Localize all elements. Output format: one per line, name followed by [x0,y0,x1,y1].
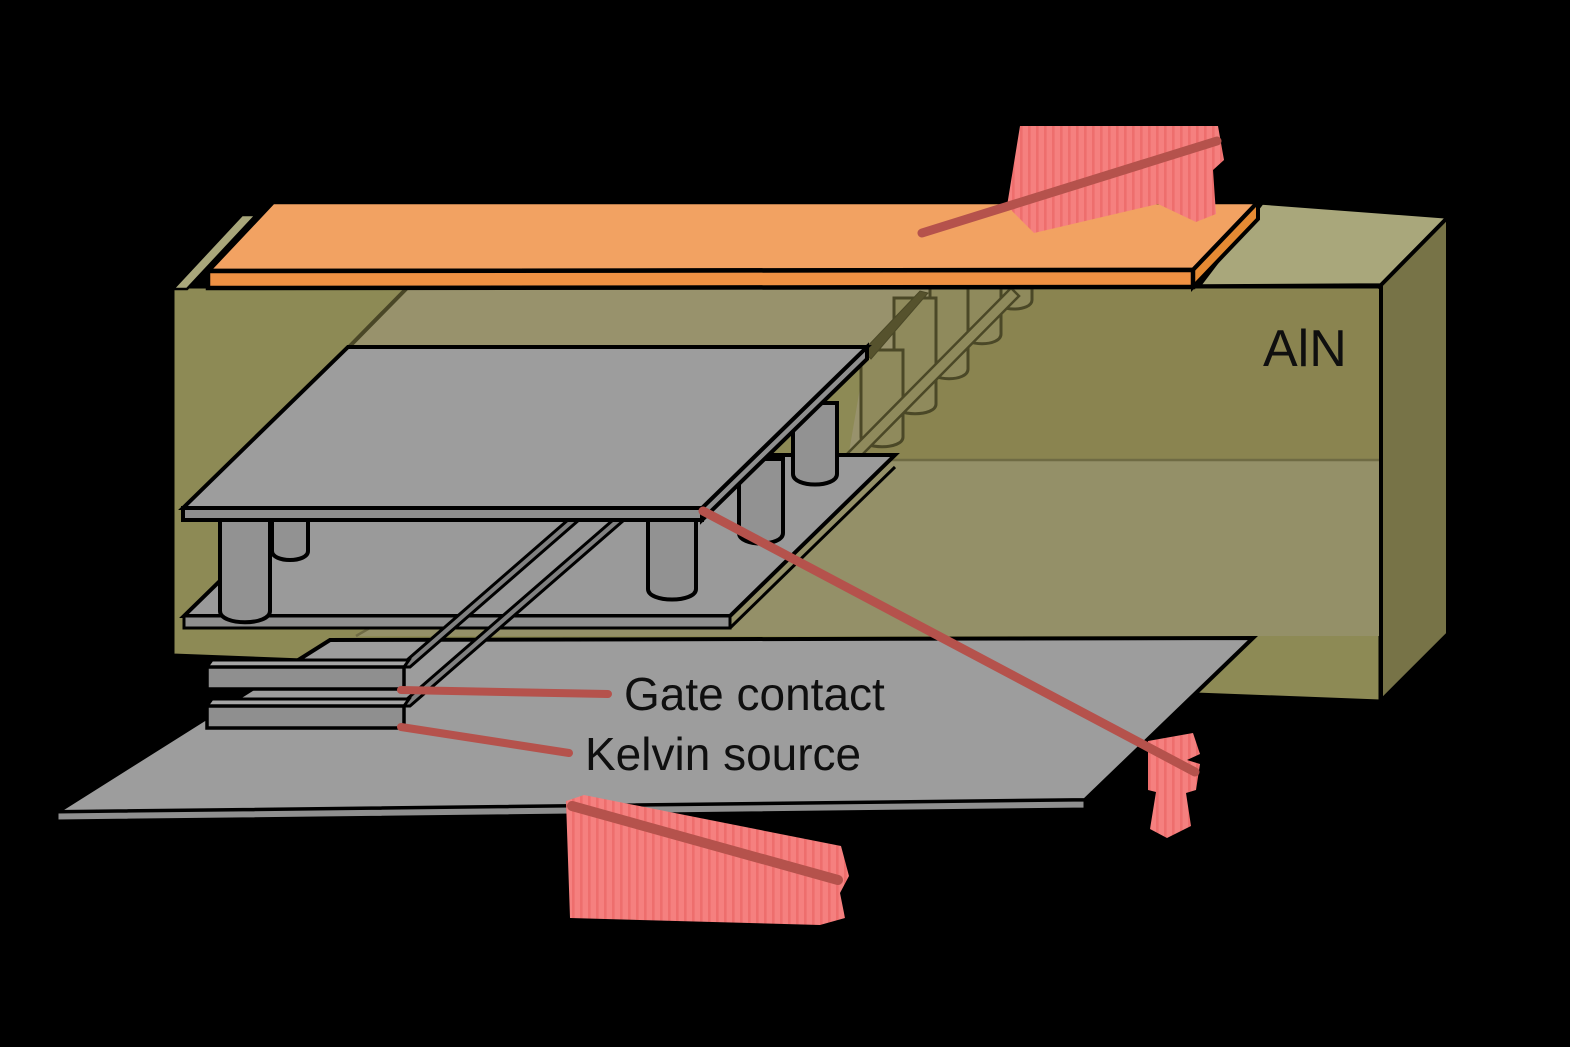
gate-tab-front [205,665,406,691]
kelvin-tab-front [205,704,406,730]
aln-right-face [1379,212,1450,706]
annotation-lines [397,136,1222,885]
via-pillar-right-3 [791,401,839,487]
via-pillar-right-1 [646,518,698,602]
annotation-line-baseplate [567,801,843,885]
text-labels: Gate contact Kelvin source [585,668,885,780]
tinted-via-pillar-row [841,286,1034,468]
annotation-line-gate [397,686,612,698]
via-pillar-left-2 [270,518,310,562]
label-aln: AlN [1263,320,1347,378]
lead-tabs [204,658,412,730]
upper-plate-front-face [181,506,704,522]
annotation-line-chip-plate [698,506,1200,777]
via-pillars-opaque [218,401,839,625]
via-pillar-left-1 [218,518,272,625]
chip-upper-plate [178,342,872,525]
aln-box-outer-faces: AlN [170,201,1452,706]
annotation-line-kelvin [397,723,573,757]
copper-plate-front-face [205,267,1196,291]
label-gate-contact: Gate contact [624,668,885,720]
aln-cutaway-edge [344,286,409,352]
copper-top-plate [202,197,1264,292]
aln-interior-upper-light [348,288,1014,458]
annotation-line-top-copper [917,136,1222,238]
label-kelvin-source: Kelvin source [585,728,861,780]
arrow-chip-plate [1148,733,1200,838]
lead-rails [394,504,644,708]
aln-top-face-left-sliver [170,213,259,291]
lower-plate-right-edge [728,465,897,630]
